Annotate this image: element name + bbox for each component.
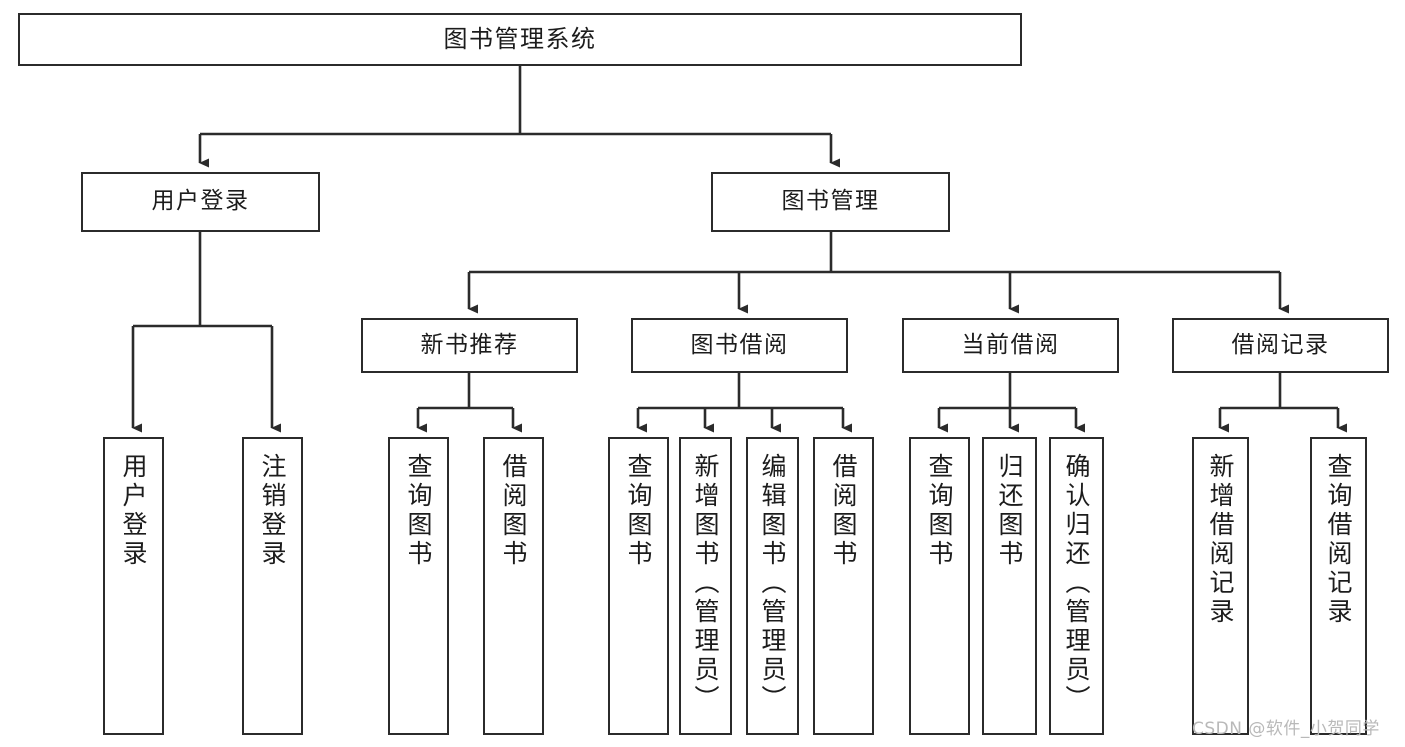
node-leaf-edit-book-label: 编辑图书（管理员） bbox=[758, 453, 787, 714]
node-leaf-query-book[interactable]: 查询图书 bbox=[608, 437, 669, 735]
node-leaf-query-book-cur[interactable]: 查询图书 bbox=[909, 437, 970, 735]
node-leaf-user-login[interactable]: 用户登录 bbox=[103, 437, 164, 735]
node-leaf-query-record-label: 查询借阅记录 bbox=[1324, 453, 1353, 627]
node-borrow-record[interactable]: 借阅记录 bbox=[1172, 318, 1389, 373]
node-leaf-add-record-label: 新增借阅记录 bbox=[1206, 453, 1235, 627]
node-leaf-borrow-book-label: 借阅图书 bbox=[829, 453, 858, 569]
node-leaf-logout-label: 注销登录 bbox=[258, 453, 287, 569]
node-leaf-add-book-label: 新增图书（管理员） bbox=[691, 453, 720, 714]
node-book-borrow[interactable]: 图书借阅 bbox=[631, 318, 848, 373]
node-leaf-confirm-return-label: 确认归还（管理员） bbox=[1062, 453, 1091, 714]
node-leaf-borrow-book[interactable]: 借阅图书 bbox=[813, 437, 874, 735]
node-root-label: 图书管理系统 bbox=[443, 25, 597, 54]
node-leaf-query-book-rec-label: 查询图书 bbox=[404, 453, 433, 569]
node-leaf-query-book-cur-label: 查询图书 bbox=[925, 453, 954, 569]
node-leaf-user-login-label: 用户登录 bbox=[119, 453, 148, 569]
node-book-manage[interactable]: 图书管理 bbox=[711, 172, 950, 232]
node-borrow-record-label: 借阅记录 bbox=[1231, 331, 1330, 358]
node-root[interactable]: 图书管理系统 bbox=[18, 13, 1022, 66]
node-current-borrow[interactable]: 当前借阅 bbox=[902, 318, 1119, 373]
node-leaf-return-book[interactable]: 归还图书 bbox=[982, 437, 1037, 735]
node-current-borrow-label: 当前借阅 bbox=[961, 331, 1060, 358]
node-leaf-return-book-label: 归还图书 bbox=[995, 453, 1024, 569]
node-user-login[interactable]: 用户登录 bbox=[81, 172, 320, 232]
node-leaf-query-book-label: 查询图书 bbox=[624, 453, 653, 569]
node-leaf-edit-book[interactable]: 编辑图书（管理员） bbox=[746, 437, 799, 735]
node-new-book-rec[interactable]: 新书推荐 bbox=[361, 318, 578, 373]
node-user-login-label: 用户登录 bbox=[151, 188, 250, 215]
node-leaf-query-book-rec[interactable]: 查询图书 bbox=[388, 437, 449, 735]
node-book-manage-label: 图书管理 bbox=[781, 188, 880, 215]
node-leaf-query-record[interactable]: 查询借阅记录 bbox=[1310, 437, 1367, 735]
node-leaf-logout[interactable]: 注销登录 bbox=[242, 437, 303, 735]
node-book-borrow-label: 图书借阅 bbox=[690, 331, 789, 358]
node-leaf-borrow-book-rec-label: 借阅图书 bbox=[499, 453, 528, 569]
node-new-book-rec-label: 新书推荐 bbox=[420, 331, 519, 358]
node-leaf-add-book[interactable]: 新增图书（管理员） bbox=[679, 437, 732, 735]
node-leaf-confirm-return[interactable]: 确认归还（管理员） bbox=[1049, 437, 1104, 735]
node-leaf-borrow-book-rec[interactable]: 借阅图书 bbox=[483, 437, 544, 735]
node-leaf-add-record[interactable]: 新增借阅记录 bbox=[1192, 437, 1249, 735]
csdn-watermark: CSDN @软件_小贺同学 bbox=[1192, 719, 1380, 739]
